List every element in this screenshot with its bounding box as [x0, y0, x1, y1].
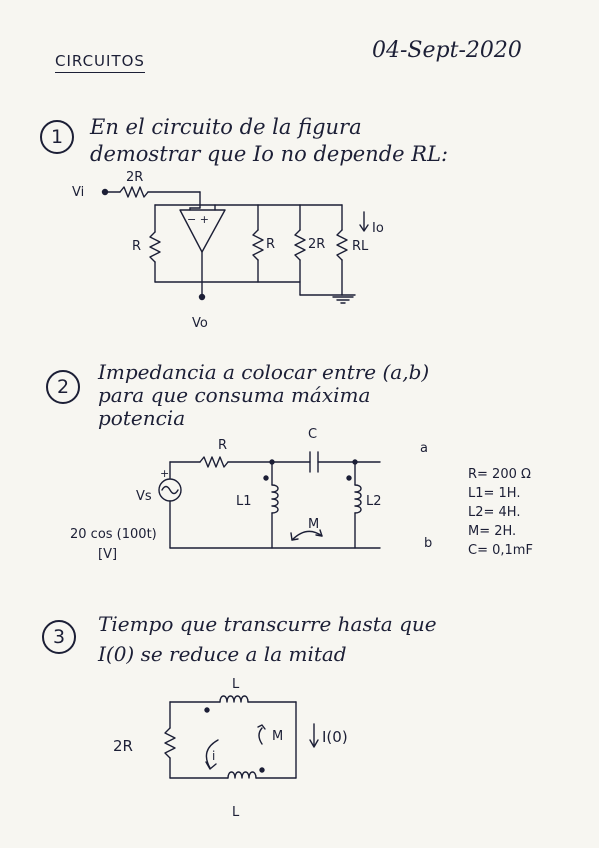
vi-label: Vi — [72, 185, 84, 200]
problem-2-number: 2 — [46, 370, 80, 404]
value-m: M= 2H. — [468, 524, 516, 539]
page-title: CIRCUITOS — [55, 52, 145, 73]
value-c: C= 0,1mF — [468, 543, 533, 558]
r-2r-label: 2R — [308, 237, 325, 252]
m-label: M — [308, 517, 319, 532]
r-label: R — [218, 438, 227, 453]
value-r: R= 200 Ω — [468, 467, 531, 482]
vs-label: Vs — [136, 489, 152, 504]
problem-2-line3: potencia — [98, 406, 186, 430]
page-date: 04-Sept-2020 — [372, 38, 522, 63]
r-mid-label: R — [266, 237, 275, 252]
r-2r-input-label: 2R — [126, 170, 143, 185]
svg-text:+: + — [160, 467, 169, 480]
i-label: i — [212, 749, 215, 763]
problem-3-line1: Tiempo que transcurre hasta que — [98, 612, 437, 636]
problem-1-number: 1 — [40, 120, 74, 154]
source-value: 20 cos (100t) — [70, 527, 157, 542]
opamp-signs: − + — [187, 213, 209, 226]
i0-label: I(0) — [322, 728, 348, 746]
problem-2-line1: Impedancia a colocar entre (a,b) — [98, 360, 430, 384]
problem-2-line2: para que consuma máxima — [98, 383, 371, 407]
l2-label: L2 — [366, 494, 382, 509]
problem-1-line2: demostrar que Io no depende RL: — [90, 142, 449, 166]
value-l2: L2= 4H. — [468, 505, 521, 520]
l1-label: L1 — [236, 494, 252, 509]
problem-1-line1: En el circuito de la figura — [90, 115, 362, 139]
terminal-a: a — [420, 441, 428, 456]
c-label: C — [308, 427, 317, 442]
l-top-label: L — [232, 677, 240, 692]
rl-label: RL — [352, 239, 369, 254]
problem-3-number: 3 — [42, 620, 76, 654]
io-label: Io — [372, 221, 384, 236]
m-label-3: M — [272, 729, 283, 744]
terminal-b: b — [424, 536, 432, 551]
l-bottom-label: L — [232, 805, 240, 820]
problem-3-line2: I(0) se reduce a la mitad — [98, 642, 347, 666]
source-unit: [V] — [98, 547, 117, 562]
r-2r-label-3: 2R — [113, 737, 133, 755]
r-left-label: R — [132, 239, 141, 254]
vo-label: Vo — [192, 316, 208, 331]
value-l1: L1= 1H. — [468, 486, 521, 501]
